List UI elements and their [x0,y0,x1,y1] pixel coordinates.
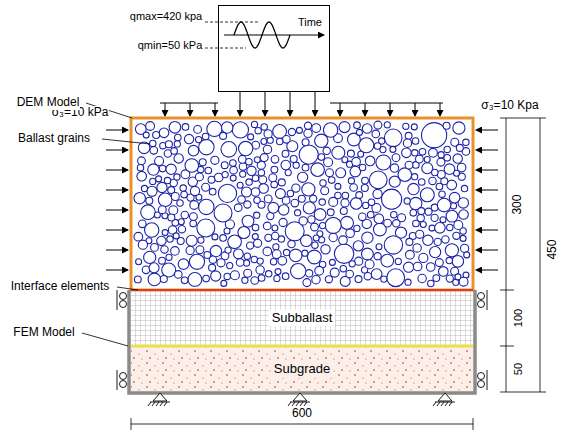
fem-frame [129,290,475,393]
subballast-mesh [131,290,473,345]
part-name: DEM Model [16,96,81,109]
pressure-label: σ₃=10 Kpa [480,99,539,112]
part-name: Ballast grains [17,132,91,145]
node-label: Subgrade [271,361,333,377]
subgrade-layer: Subgrade [131,347,473,392]
dimension: 50 [512,362,524,376]
layer-boundary [131,345,473,348]
load-chart-box: Time [218,5,330,92]
part-name: FEM Model [12,326,75,339]
node-label: Time [295,15,325,29]
ballast-grains [134,121,470,287]
subgrade-soil [131,347,473,392]
part-name: Interface elements [10,280,111,293]
leader-lines [82,103,150,346]
dem-ground [131,118,473,290]
node-label: Subballast [269,310,336,326]
dimension-lines [131,118,546,430]
subballast-layer: Subballast [131,291,473,345]
pin-supports [148,393,455,406]
load-label: qmax=420 kpa [129,10,203,22]
interface-line [131,289,473,291]
load-label: qmin=50 kPa [137,39,204,51]
dem-boundary [131,118,473,290]
dimension: 450 [546,239,559,261]
dimension: 600 [291,407,313,420]
dimension: 100 [512,308,524,328]
dimension: 300 [511,194,524,216]
distributed-load [160,92,443,116]
roller-supports [117,290,487,390]
